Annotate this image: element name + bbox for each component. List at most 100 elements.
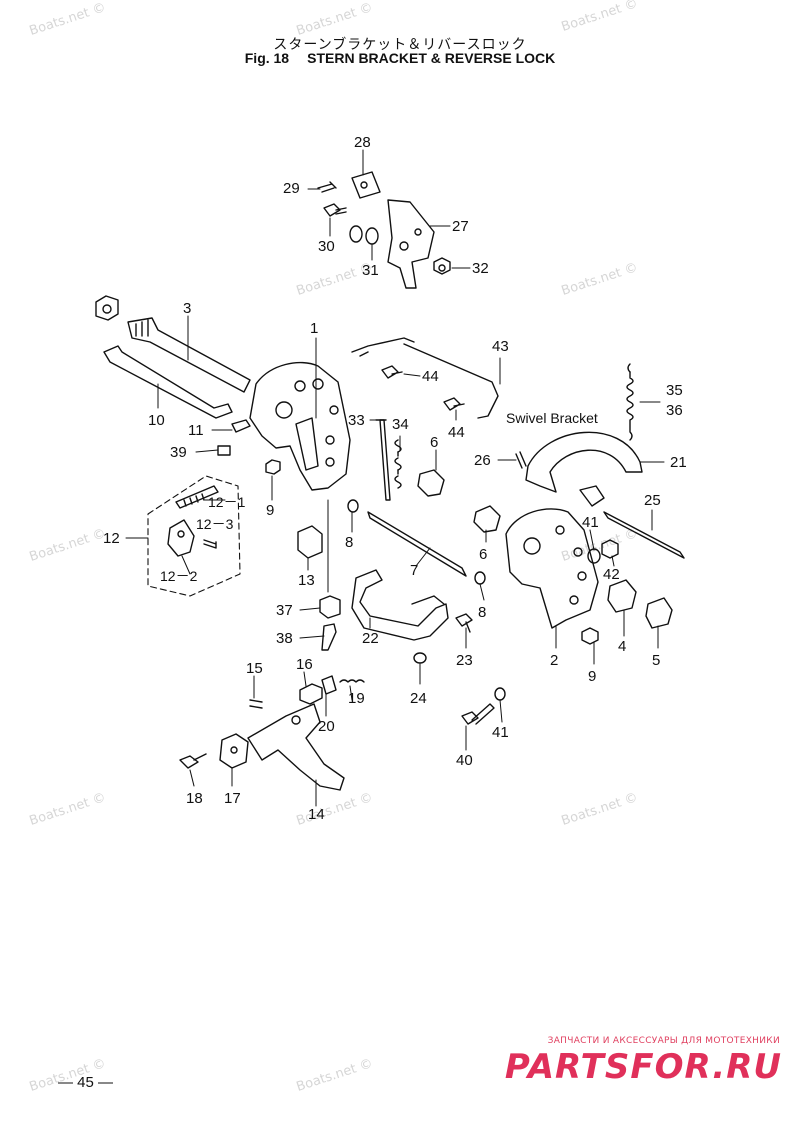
title-japanese: スターンブラケット＆リバースロック [273, 37, 527, 53]
part-17-bracket [219, 733, 249, 769]
part-38-bolt [321, 623, 337, 651]
part-12-1-stud [175, 485, 219, 509]
callout-18: 18 [186, 790, 203, 807]
callout-12-2: 12－2 [160, 568, 198, 584]
callout-43: 43 [492, 338, 509, 355]
callout-22: 22 [362, 630, 379, 647]
part-41-washer-upper [587, 548, 601, 564]
callout-15: 15 [246, 660, 263, 677]
part-9-nut-left [265, 459, 281, 475]
callout-1: 1 [310, 320, 319, 337]
callout-5: 5 [652, 652, 661, 669]
callout-12: 12 [103, 530, 120, 547]
part-42-nut [601, 539, 619, 559]
callout-41-lower: 41 [492, 724, 509, 741]
part-41-washer-lower [494, 687, 506, 701]
part-35-36-spring [626, 363, 634, 441]
part-10-rod [103, 345, 233, 419]
callout-25: 25 [644, 492, 661, 509]
part-19-spring [339, 679, 365, 683]
part-6-collar-upper [417, 469, 445, 497]
part-11-spring-pin [231, 419, 251, 433]
part-33-rod [375, 419, 391, 501]
callout-19: 19 [348, 690, 365, 707]
part-29-pin [317, 181, 337, 193]
part-12-2-lever [167, 519, 195, 557]
part-32-nut [433, 257, 451, 275]
callout-10: 10 [148, 412, 165, 429]
callout-39: 39 [170, 444, 187, 461]
part-27-reverse-lock-arm [387, 199, 435, 289]
part-21-swivel-bracket [525, 431, 643, 507]
callout-8-right: 8 [478, 604, 487, 621]
part-40-bolt [461, 703, 495, 725]
part-12-3-pin [203, 539, 217, 549]
part-12-group-outline [147, 475, 241, 597]
part-39-clip [217, 445, 231, 456]
callout-17: 17 [224, 790, 241, 807]
callout-29: 29 [283, 180, 300, 197]
part-1-stern-bracket-left [249, 361, 351, 491]
callout-7: 7 [410, 562, 419, 579]
callout-32: 32 [472, 260, 489, 277]
callout-37: 37 [276, 602, 293, 619]
callout-20: 20 [318, 718, 335, 735]
callout-11: 11 [188, 422, 204, 439]
part-34-spring [394, 439, 402, 489]
left-nut [95, 295, 119, 321]
callout-8-left: 8 [345, 534, 354, 551]
part-22-reverse-lock-frame [351, 569, 449, 641]
callout-23: 23 [456, 652, 473, 669]
callout-33: 33 [348, 412, 365, 429]
promo-tagline: ЗАПЧАСТИ И АКСЕССУАРЫ ДЛЯ МОТОТЕХНИКИ [547, 1036, 780, 1046]
leader-lines [125, 149, 665, 807]
callout-6-lower: 6 [479, 546, 488, 563]
callout-44-lower: 44 [448, 424, 465, 441]
callout-42: 42 [603, 566, 620, 583]
callout-12-1: 12－1 [208, 494, 246, 510]
part-2-stern-bracket-right [505, 508, 599, 629]
callout-44-upper: 44 [422, 368, 439, 385]
callout-28: 28 [354, 134, 371, 151]
title-english: Fig. 18 STERN BRACKET & REVERSE LOCK [0, 50, 800, 66]
callout-34: 34 [392, 416, 409, 433]
part-43-link [351, 337, 499, 419]
callout-26: 26 [474, 452, 491, 469]
callout-41-upper: 41 [582, 514, 599, 531]
fig-title: STERN BRACKET & REVERSE LOCK [307, 50, 556, 66]
part-31-washers [349, 225, 379, 245]
part-20-collar [321, 675, 337, 695]
callout-3: 3 [183, 300, 192, 317]
part-18-bolt [179, 753, 207, 769]
callout-27: 27 [452, 218, 469, 235]
part-8-washer-left [347, 499, 359, 513]
part-14-tilt-lock-lever [247, 703, 345, 791]
callout-4: 4 [618, 638, 627, 655]
part-3-tilt-tube [127, 317, 251, 393]
promo-logo: PARTSFOR.RU [504, 1047, 782, 1087]
callout-2: 2 [550, 652, 559, 669]
callout-14: 14 [308, 806, 325, 823]
callout-30: 30 [318, 238, 335, 255]
callout-12-3: 12－3 [196, 516, 234, 532]
part-15-pin [249, 699, 263, 709]
callout-9-right: 9 [588, 668, 597, 685]
part-37-block [319, 595, 341, 619]
part-6-collar-lower [473, 505, 501, 533]
callout-36: 36 [666, 402, 683, 419]
part-5-cap [645, 597, 673, 629]
callout-6-upper: 6 [430, 434, 439, 451]
part-30-bolt [323, 203, 347, 217]
part-44-bolt-upper [381, 365, 403, 379]
callout-16: 16 [296, 656, 313, 673]
part-16-collar [299, 683, 323, 705]
callout-35: 35 [666, 382, 683, 399]
part-26-pin [515, 451, 527, 469]
fig-number: Fig. 18 [244, 50, 290, 66]
part-23-bolt [455, 613, 473, 633]
part-4-nut [607, 579, 637, 613]
part-7-rod [367, 511, 467, 577]
callout-24: 24 [410, 690, 427, 707]
swivel-bracket-label: Swivel Bracket [506, 410, 598, 426]
